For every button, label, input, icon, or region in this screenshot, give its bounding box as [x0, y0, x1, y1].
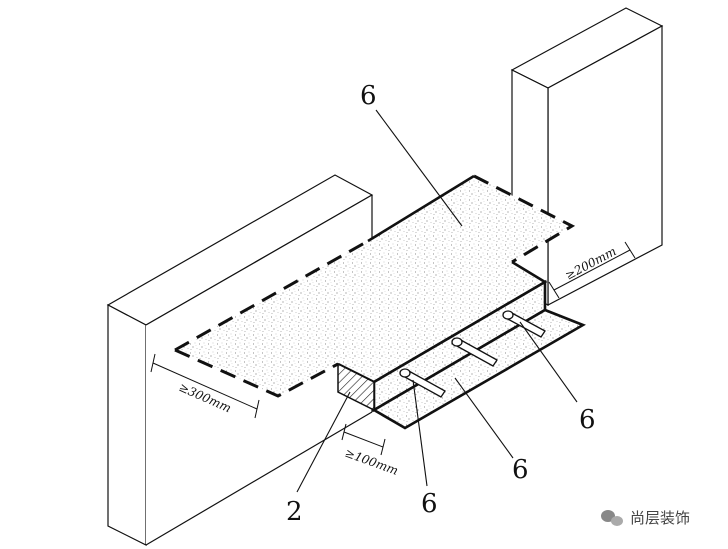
wechat-icon — [601, 510, 623, 526]
callout-bottom: 6 — [421, 489, 438, 519]
rebar-2 — [451, 337, 498, 367]
slab-top — [175, 176, 572, 396]
support-block — [337, 362, 375, 412]
dimension-front: ≥100mm — [343, 446, 400, 478]
slab-dashed-outline — [174, 174, 576, 398]
callout-right-upper: 6 — [579, 405, 596, 435]
rebar-3 — [502, 310, 546, 338]
slab-ledge — [371, 308, 586, 430]
rebars — [399, 310, 546, 398]
leader-lines — [296, 109, 578, 493]
rebar-1 — [399, 368, 446, 398]
right-wall — [510, 7, 664, 306]
callout-left: 2 — [286, 497, 303, 527]
watermark: 尚层装饰 — [601, 509, 690, 527]
dimension-lines — [150, 241, 636, 456]
callout-right-lower: 6 — [512, 455, 529, 485]
callout-top: 6 — [360, 81, 377, 111]
watermark-text: 尚层装饰 — [630, 509, 690, 527]
